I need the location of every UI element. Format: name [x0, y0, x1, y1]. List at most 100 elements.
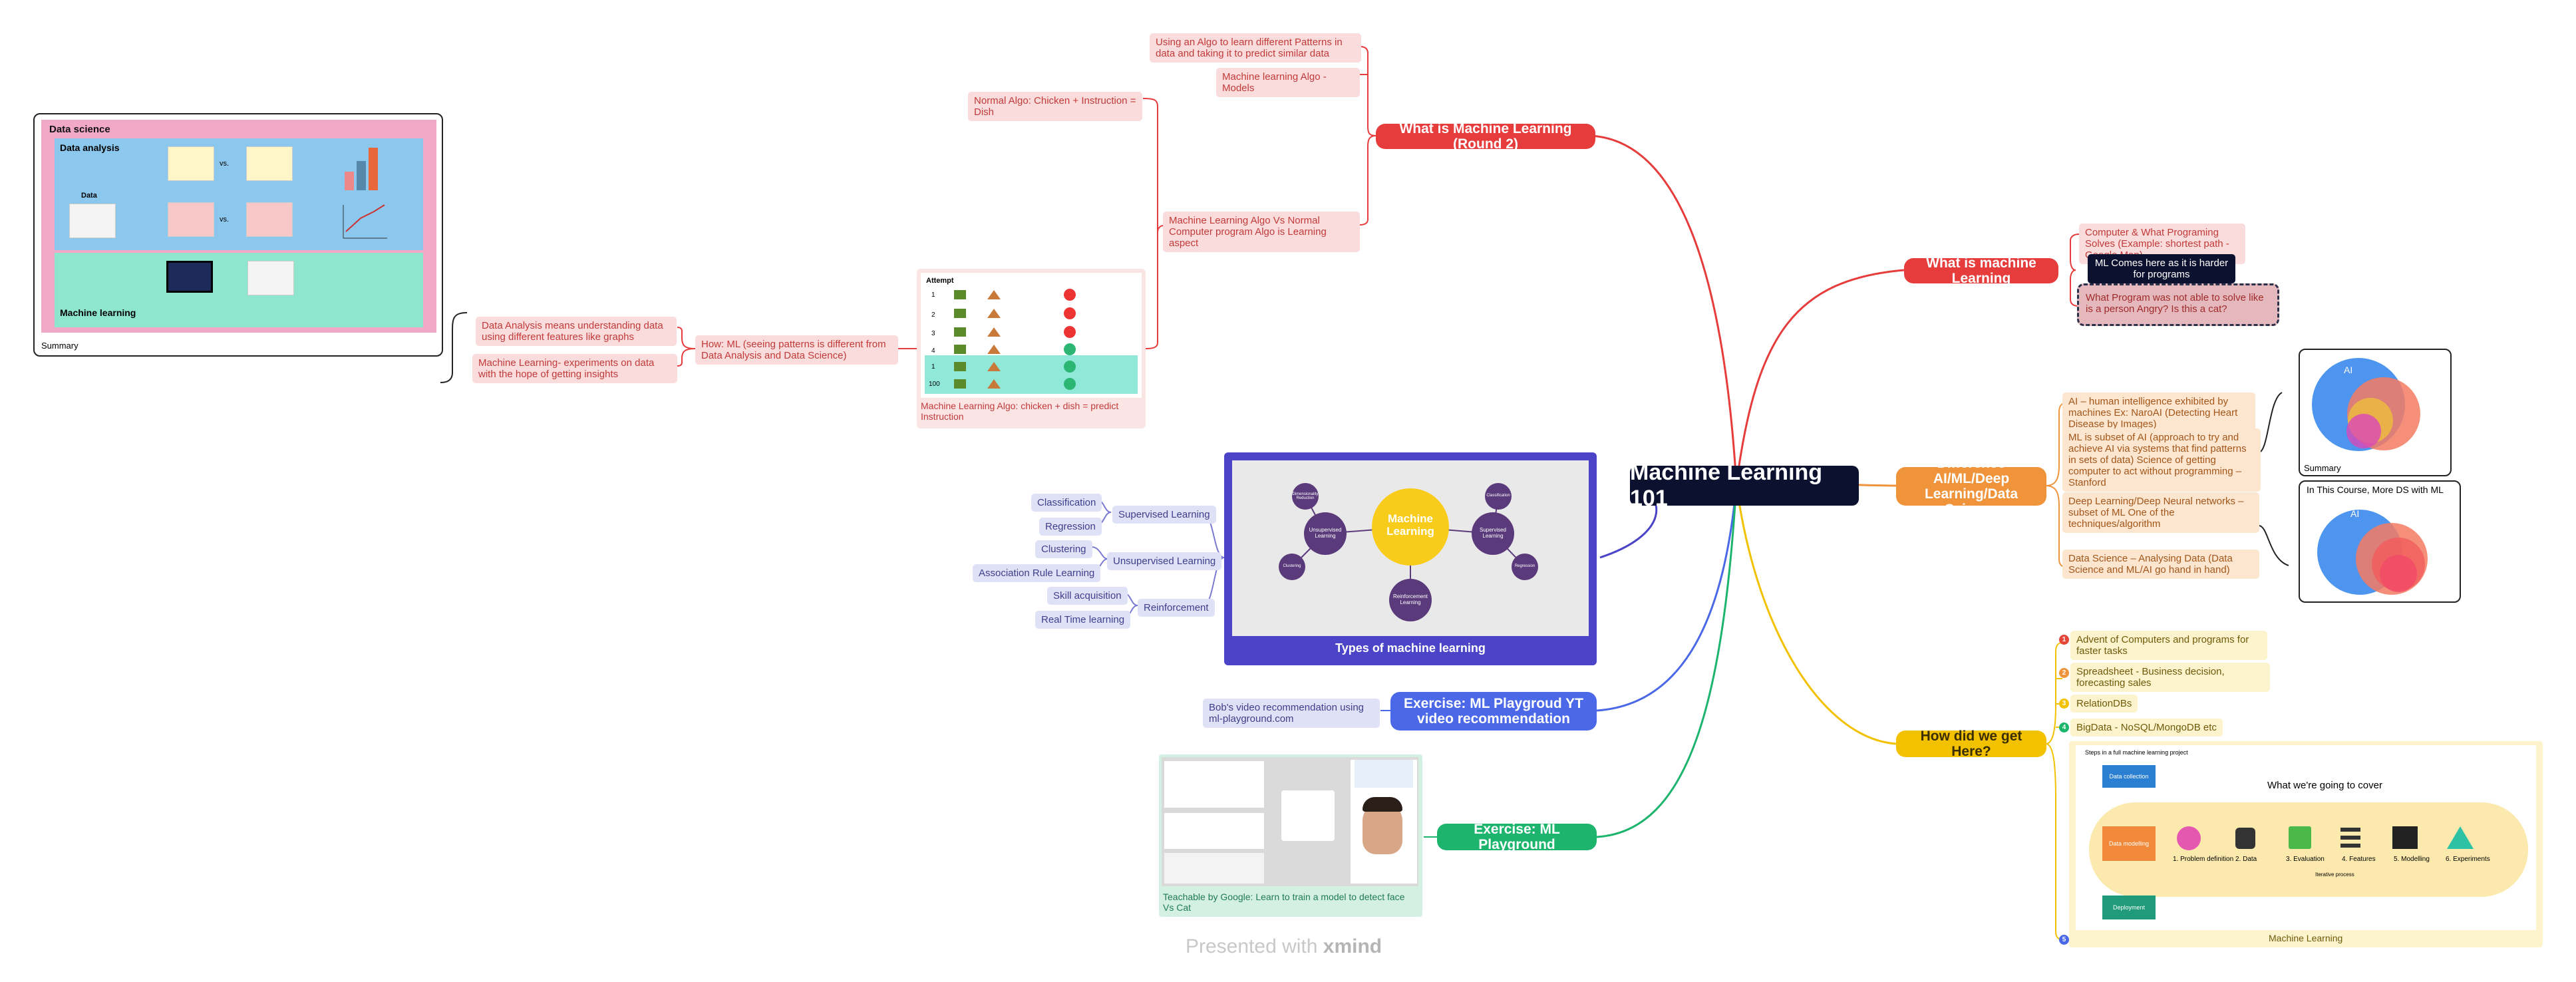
attempt-figure[interactable]: Attempt 1 2 3 4 1 100 Machine Learning A…: [917, 269, 1146, 428]
types-group-reinforcement[interactable]: Reinforcement: [1138, 599, 1215, 617]
topic-exercise-yt[interactable]: Exercise: ML Playgroud YT video recommen…: [1390, 692, 1597, 731]
types-group-unsupervised[interactable]: Unsupervised Learning: [1107, 552, 1222, 570]
xmind-logo[interactable]: xmind: [1323, 935, 1382, 957]
types-hub: Clustering: [1283, 564, 1301, 568]
types-caption: Types of machine learning: [1335, 641, 1486, 655]
round2-sub-models[interactable]: Machine learning Algo - Models: [1216, 68, 1360, 97]
venn-course-label: In This Course, More DS with ML: [2307, 484, 2444, 495]
types-hub: Classification: [1486, 494, 1510, 498]
topic-how-ml[interactable]: How: ML (seeing patterns is different fr…: [695, 335, 898, 365]
attempt-icons: [954, 289, 1076, 390]
table-icon: [246, 202, 293, 237]
types-hub: Regression: [1514, 564, 1535, 568]
round2-sub-normal-algo[interactable]: Normal Algo: Chicken + Instruction = Dis…: [968, 92, 1142, 121]
diff-sub-dl[interactable]: Deep Learning/Deep Neural networks – sub…: [2062, 492, 2259, 533]
exercise-yt-sub[interactable]: Bob's video recommendation using ml-play…: [1203, 699, 1380, 728]
pg-preview: [1351, 760, 1417, 884]
types-item-classification[interactable]: Classification: [1031, 494, 1102, 512]
pg-card: [1164, 813, 1264, 849]
ds-vs: vs.: [220, 160, 230, 168]
how-sub-relationdbs[interactable]: RelationDBs: [2070, 695, 2138, 713]
attempt-table: Attempt 1 2 3 4 1 100: [921, 273, 1142, 398]
ds-data-label: Data: [81, 192, 97, 200]
ml-box-collection: Data collection: [2102, 765, 2156, 788]
venn-summary-label: Summary: [2304, 463, 2341, 473]
types-item-skill[interactable]: Skill acquisition: [1047, 587, 1128, 605]
ml-steps-figure[interactable]: Steps in a full machine learning project…: [2069, 741, 2543, 947]
attempt-row: 3: [931, 330, 935, 337]
pg-training-card: [1281, 790, 1335, 841]
ml-step: 4. Features: [2342, 856, 2376, 863]
table-icon: [168, 146, 214, 181]
ds-analysis-label: Data analysis: [60, 142, 120, 153]
venn-ai-label: AI: [2344, 365, 2353, 375]
venn-diagram: [2317, 510, 2428, 595]
chart-icon: [343, 148, 387, 239]
what-sub-harder[interactable]: ML Comes here as it is harder for progra…: [2088, 254, 2235, 283]
topic-exercise-playground[interactable]: Exercise: ML Playground: [1437, 822, 1597, 852]
attempt-row: 1: [931, 291, 935, 299]
table-icon: [168, 202, 214, 237]
presented-with: Presented with xmind: [1186, 935, 1382, 958]
playground-figure[interactable]: Teachable by Google: Learn to train a mo…: [1159, 754, 1422, 917]
venn-course[interactable]: In This Course, More DS with ML AI: [2299, 480, 2461, 603]
how-sub-machine-learning[interactable]: Machine Learning- experiments on data wi…: [472, 354, 677, 383]
number-badge: 3: [2059, 699, 2069, 709]
ml-steps-caption: Machine Learning: [2269, 933, 2343, 943]
data-science-summary[interactable]: Data science Data analysis Data vs. vs. …: [33, 113, 443, 357]
ml-box-deployment: Deployment: [2102, 896, 2156, 919]
round2-sub-patterns[interactable]: Using an Algo to learn different Pattern…: [1150, 33, 1361, 63]
topic-ml-round2[interactable]: What is Machine Learning (Round 2): [1376, 121, 1595, 152]
ml-step: 2. Data: [2235, 856, 2257, 863]
types-item-regression[interactable]: Regression: [1039, 518, 1102, 536]
ml-step: 6. Experiments: [2446, 856, 2490, 863]
types-item-association[interactable]: Association Rule Learning: [973, 564, 1101, 582]
ml-cover: What we're going to cover: [2267, 780, 2382, 791]
ds-analysis-band: Data analysis Data vs. vs.: [55, 138, 423, 250]
types-hub: Unsupervised Learning: [1309, 527, 1342, 539]
number-badge: 1: [2059, 635, 2069, 645]
ml-step: 1. Problem definition: [2173, 856, 2234, 863]
number-badge: 2: [2059, 668, 2069, 678]
diff-sub-ai[interactable]: AI – human intelligence exhibited by mac…: [2062, 393, 2255, 433]
round2-sub-vs[interactable]: Machine Learning Algo Vs Normal Computer…: [1163, 212, 1360, 252]
footer-prefix: Presented with: [1186, 935, 1323, 957]
types-item-realtime[interactable]: Real Time learning: [1035, 611, 1131, 629]
how-sub-spreadsheet[interactable]: Spreadsheet - Business decision, forecas…: [2070, 663, 2270, 692]
topic-what-is-ml[interactable]: What is machine Learning: [1904, 255, 2058, 286]
diff-sub-ml[interactable]: ML is subset of AI (approach to try and …: [2062, 428, 2261, 492]
playground-caption: Teachable by Google: Learn to train a mo…: [1163, 892, 1405, 913]
table-icon: [69, 204, 116, 238]
ml-step-icons: [2177, 826, 2474, 850]
how-sub-bigdata[interactable]: BigData - NoSQL/MongoDB etc: [2070, 719, 2223, 736]
pg-card: [1164, 853, 1264, 884]
algo-caption: Machine Learning Algo: chicken + dish = …: [921, 401, 1119, 422]
number-badge: 5: [2059, 935, 2069, 945]
types-group-supervised[interactable]: Supervised Learning: [1112, 506, 1216, 524]
topic-how-here[interactable]: How did we get Here?: [1896, 729, 2046, 759]
types-figure[interactable]: Machine Learning Unsupervised Learning S…: [1224, 452, 1597, 665]
how-sub-computers[interactable]: Advent of Computers and programs for fas…: [2070, 631, 2267, 660]
table-icon: [246, 146, 293, 181]
types-hub: Reinforcement Learning: [1392, 593, 1428, 605]
topic-difference[interactable]: Difference AI/ML/Deep Learning/Data Scie…: [1896, 456, 2046, 517]
pg-preview-header: [1355, 760, 1413, 788]
types-item-clustering[interactable]: Clustering: [1035, 540, 1092, 558]
ds-ml-label: Machine learning: [60, 307, 136, 318]
ml-oval: [2089, 802, 2528, 897]
types-hub: Supervised Learning: [1479, 527, 1507, 539]
venn-ai-label: AI: [2350, 508, 2360, 519]
monitor-icon: [166, 261, 213, 293]
central-topic[interactable]: Machine Learning 101: [1630, 460, 1859, 511]
ds-ml-band: Machine learning: [55, 253, 423, 327]
types-image: Machine Learning Unsupervised Learning S…: [1232, 460, 1589, 636]
diff-sub-ds[interactable]: Data Science – Analysing Data (Data Scie…: [2062, 550, 2259, 579]
attempt-row: 4: [931, 347, 935, 355]
what-sub-not-solve[interactable]: What Program was not able to solve like …: [2077, 283, 2279, 326]
number-badge: 4: [2059, 723, 2069, 733]
venn-summary[interactable]: AI Summary: [2299, 349, 2452, 476]
ml-box-modelling: Data modelling: [2102, 826, 2156, 861]
how-sub-data-analysis[interactable]: Data Analysis means understanding data u…: [476, 317, 677, 346]
table-icon: [247, 261, 294, 295]
ds-summary-label: Summary: [41, 341, 79, 351]
